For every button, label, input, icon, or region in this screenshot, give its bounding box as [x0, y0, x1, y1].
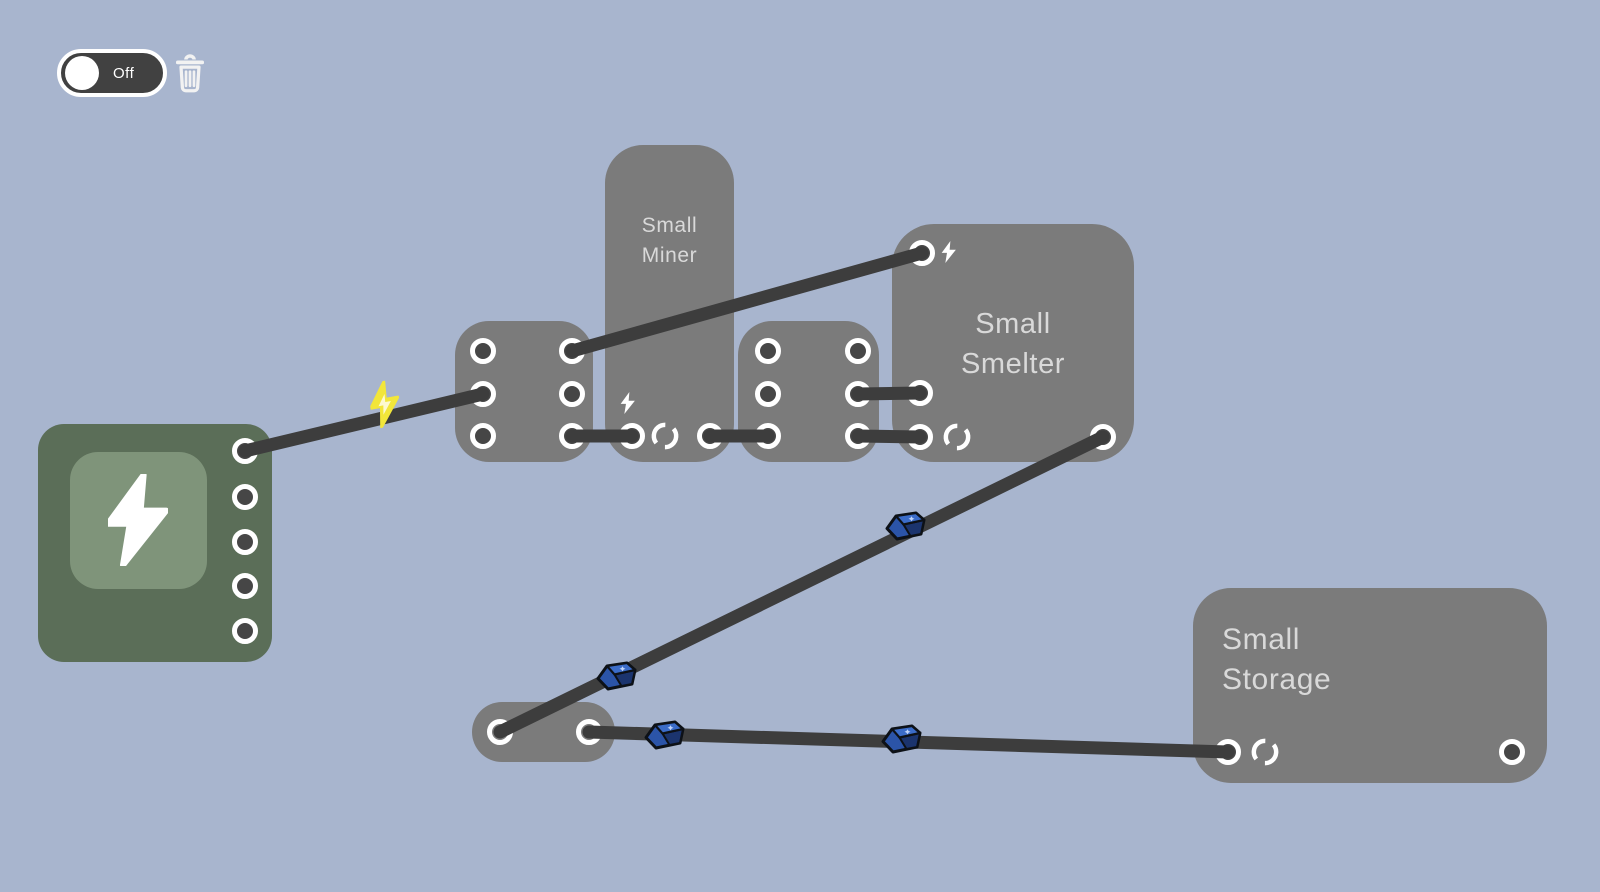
power-pole-1-port-5[interactable]	[559, 381, 585, 407]
power-bolt-icon	[941, 241, 957, 263]
toggle-knob-icon	[65, 56, 99, 90]
power-generator-port-4[interactable]	[232, 573, 258, 599]
power-spark-item	[366, 379, 404, 430]
wire-power-generator-to-power-pole-1[interactable]	[238, 387, 490, 458]
power-generator-port-5[interactable]	[232, 618, 258, 644]
power-pole-2-port-2[interactable]	[755, 381, 781, 407]
ingot-item	[594, 660, 638, 692]
power-generator-port-3[interactable]	[232, 529, 258, 555]
power-pole-1-port-1[interactable]	[470, 338, 496, 364]
small-storage-port-2[interactable]	[1499, 739, 1525, 765]
ingot-item	[879, 723, 923, 755]
ingot-item	[642, 719, 686, 751]
small-storage-label-line: Small	[1222, 623, 1301, 656]
power-toggle[interactable]: Off	[57, 49, 167, 97]
power-bolt-icon	[620, 392, 636, 414]
power-pole-1-port-3[interactable]	[470, 423, 496, 449]
trash-button[interactable]	[176, 54, 204, 93]
small-smelter-label-line: Small	[975, 308, 1051, 340]
wire-power-pole-1-to-small-smelter[interactable]	[565, 246, 929, 358]
power-pole-2-port-1[interactable]	[755, 338, 781, 364]
power-generator-port-2[interactable]	[232, 484, 258, 510]
small-smelter-label-line: Smelter	[960, 348, 1066, 380]
small-miner-label-line: Small	[641, 214, 698, 237]
cycle-icon	[649, 420, 682, 453]
trash-icon	[176, 54, 204, 93]
cycle-icon	[941, 421, 974, 454]
small-storage-label-line: Storage	[1222, 663, 1332, 696]
power-pole-2-port-4[interactable]	[845, 338, 871, 364]
toggle-label: Off	[113, 64, 135, 82]
ingot-item	[883, 510, 927, 542]
small-smelter-node[interactable]	[892, 224, 1134, 462]
small-miner-label-line: Miner	[641, 244, 698, 267]
cycle-icon	[1249, 736, 1282, 769]
wire-power-pole-2-to-small-smelter[interactable]	[851, 386, 927, 401]
generator-bolt-icon	[108, 474, 168, 566]
wire-power-pole-2-to-small-smelter[interactable]	[851, 429, 927, 444]
